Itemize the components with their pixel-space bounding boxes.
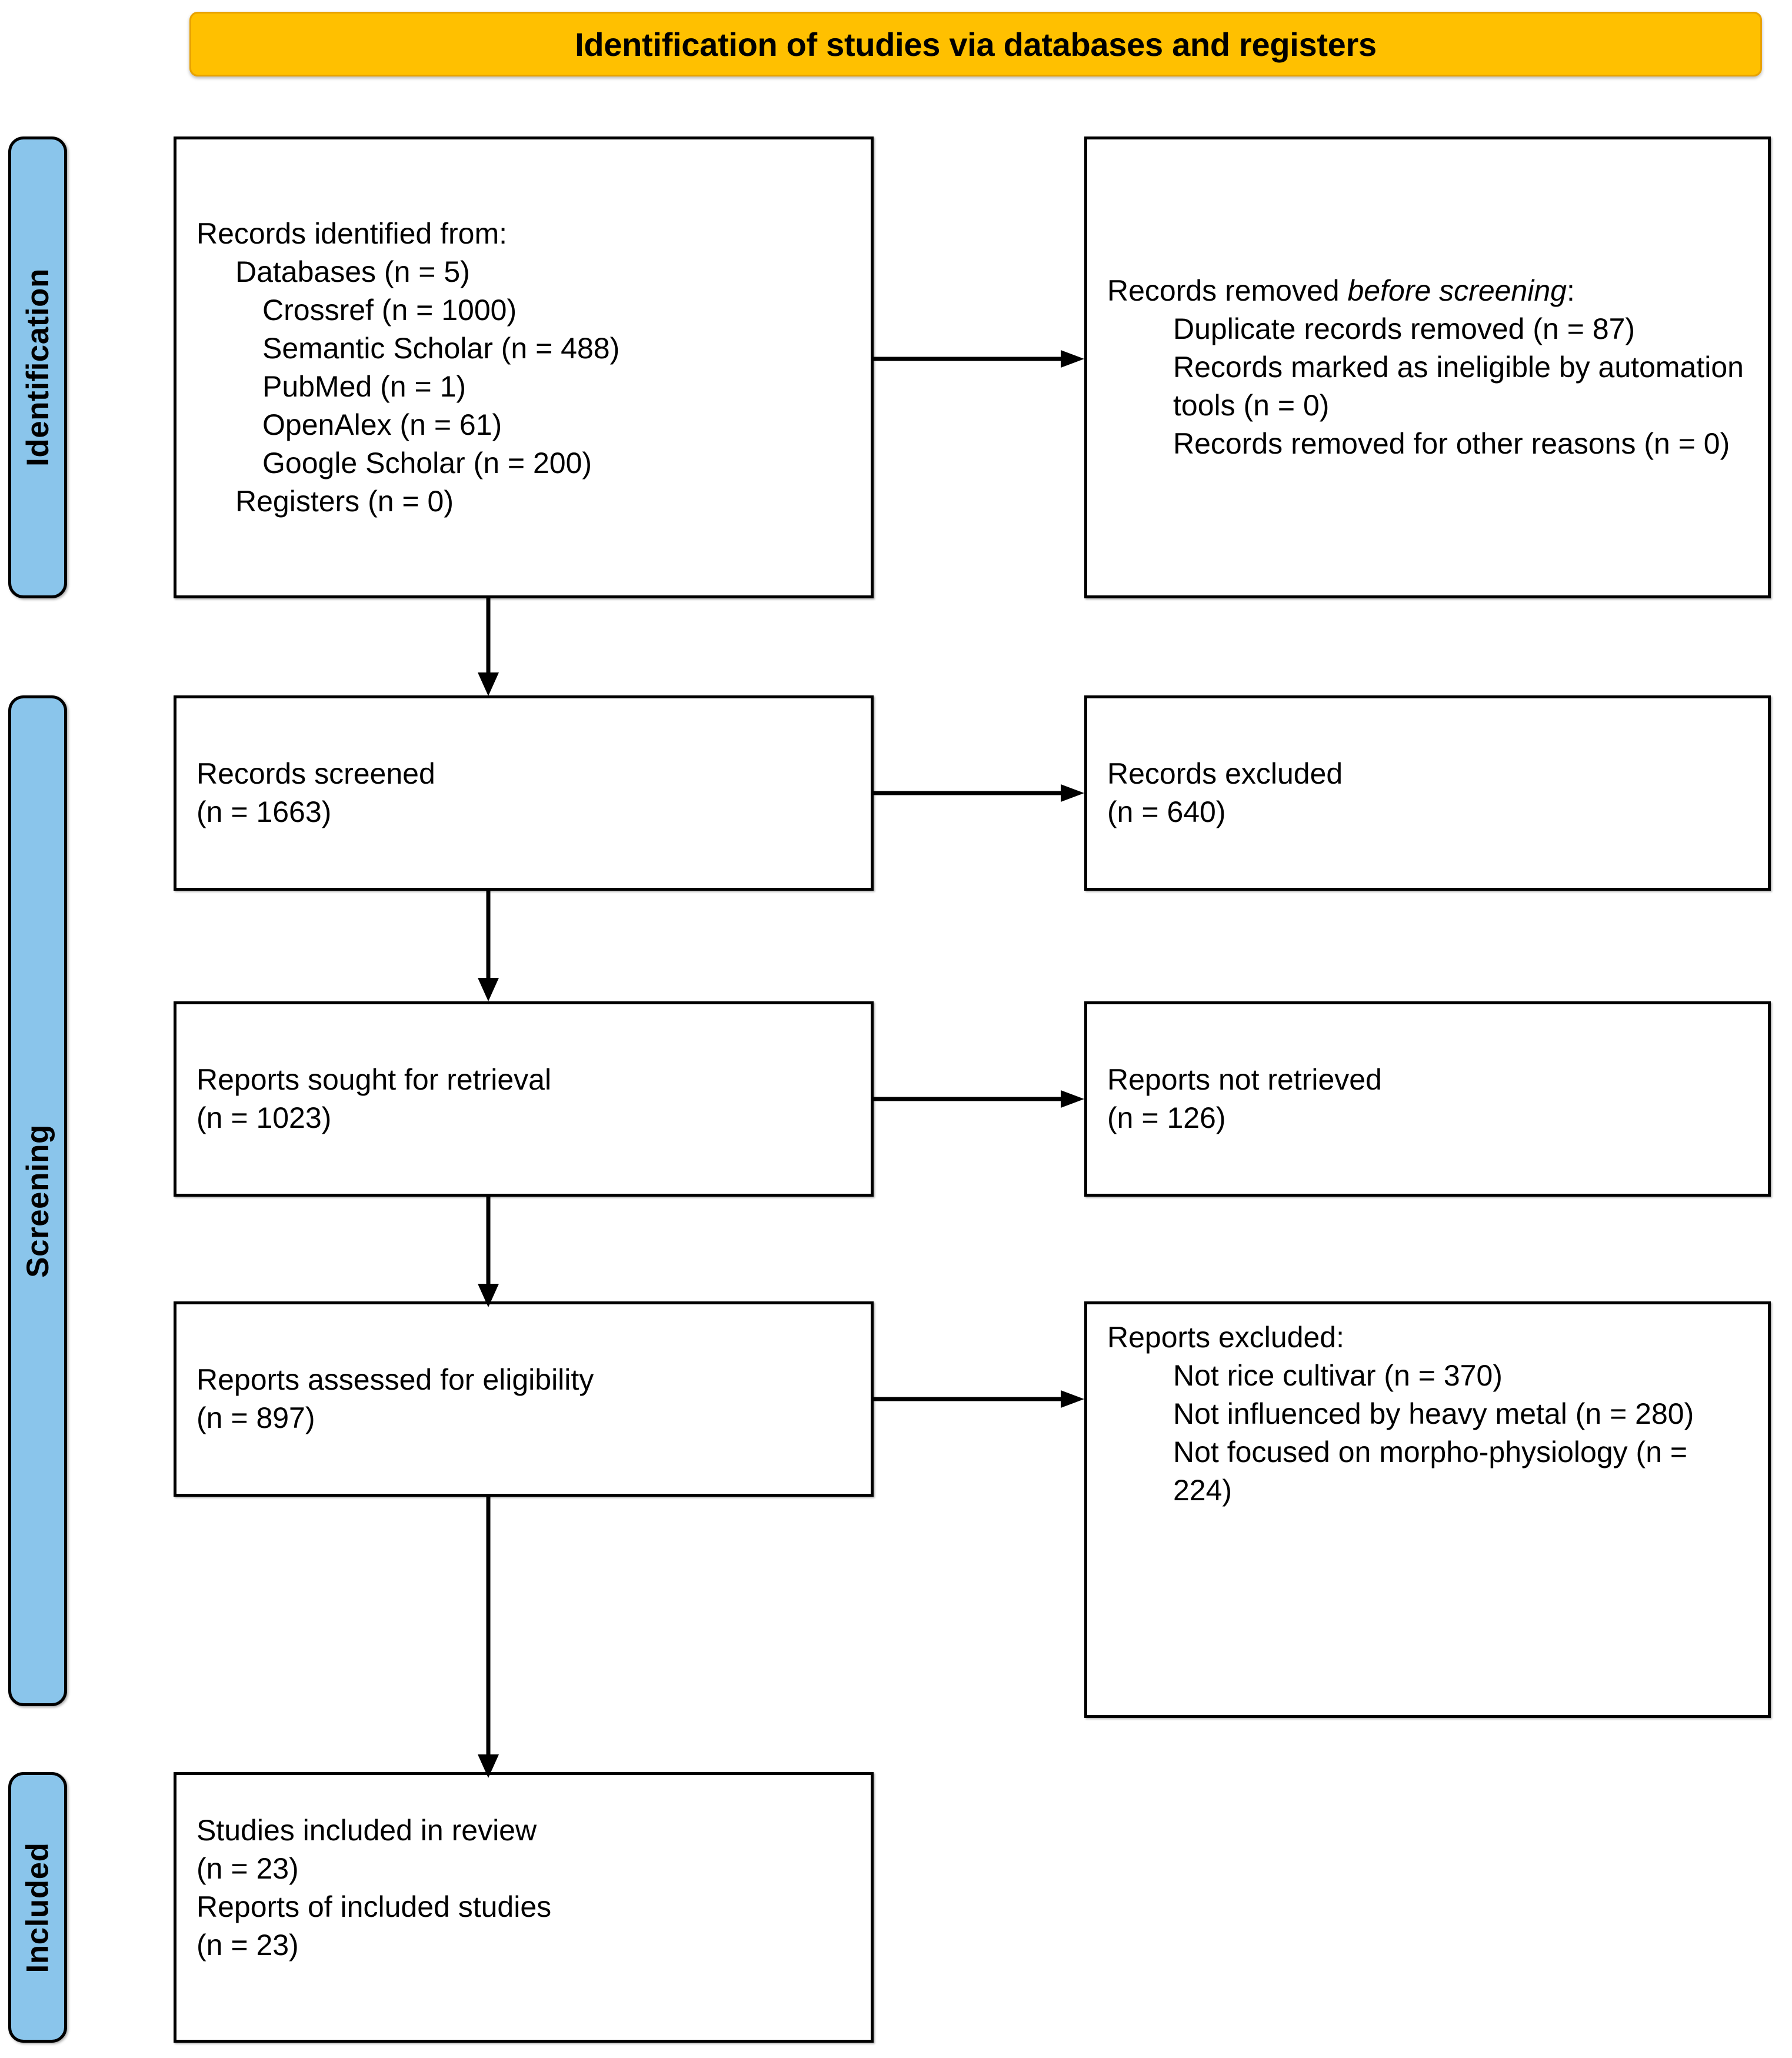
- reports-included-label: Reports of included studies: [196, 1890, 552, 1923]
- arrow-screened-to-sought: [478, 891, 499, 1003]
- reports-not-retrieved-label: Reports not retrieved: [1107, 1063, 1382, 1096]
- source-semantic-scholar: Semantic Scholar (n = 488): [262, 331, 620, 365]
- reports-assessed-label: Reports assessed for eligibility: [196, 1363, 594, 1396]
- records-identified-databases: Databases (n = 5): [235, 255, 470, 288]
- records-removed-heading-colon: :: [1566, 274, 1575, 307]
- records-removed-heading: Records removed before screening:: [1107, 272, 1748, 310]
- box-records-identified: Records identified from: Databases (n = …: [174, 136, 874, 598]
- records-screened-count: (n = 1663): [196, 795, 332, 828]
- box-records-excluded: Records excluded (n = 640): [1084, 695, 1771, 891]
- reports-not-retrieved-count: (n = 126): [1107, 1101, 1226, 1134]
- box-records-screened: Records screened (n = 1663): [174, 695, 874, 891]
- reason-not-influenced-heavy-metal: Not influenced by heavy metal (n = 280): [1173, 1397, 1694, 1430]
- studies-included-label: Studies included in review: [196, 1814, 537, 1847]
- reason-not-morpho-physiology: Not focused on morpho-physiology (n = 22…: [1173, 1436, 1688, 1507]
- stage-label-screening-text: Screening: [20, 1124, 55, 1278]
- reports-included-count: (n = 23): [196, 1929, 299, 1962]
- box-studies-included: Studies included in review (n = 23) Repo…: [174, 1772, 874, 2043]
- identification-banner: Identification of studies via databases …: [189, 12, 1762, 76]
- reports-sought-label: Reports sought for retrieval: [196, 1063, 552, 1096]
- removed-duplicates: Duplicate records removed (n = 87): [1173, 312, 1636, 345]
- stage-label-included-text: Included: [20, 1842, 55, 1973]
- arrow-sought-to-not-retrieved: [874, 1090, 1085, 1108]
- source-openalex: OpenAlex (n = 61): [262, 408, 502, 441]
- arrow-identified-to-screened: [478, 598, 499, 697]
- reports-sought-count: (n = 1023): [196, 1101, 332, 1134]
- stage-label-screening: Screening: [8, 695, 67, 1706]
- arrow-identified-to-removed: [874, 350, 1085, 368]
- reports-excluded-heading: Reports excluded:: [1107, 1321, 1345, 1354]
- box-reports-excluded-reasons: Reports excluded: Not rice cultivar (n =…: [1084, 1301, 1771, 1718]
- records-excluded-label: Records excluded: [1107, 757, 1343, 790]
- removed-ineligible-automation: Records marked as ineligible by automati…: [1173, 351, 1744, 422]
- arrow-screened-to-excluded: [874, 784, 1085, 802]
- box-reports-assessed: Reports assessed for eligibility (n = 89…: [174, 1301, 874, 1497]
- records-removed-heading-italic: before screening: [1347, 274, 1567, 307]
- records-excluded-count: (n = 640): [1107, 795, 1226, 828]
- source-pubmed: PubMed (n = 1): [262, 369, 467, 403]
- source-google-scholar: Google Scholar (n = 200): [262, 446, 592, 479]
- records-removed-heading-plain: Records removed: [1107, 274, 1348, 307]
- arrow-sought-to-assessed: [478, 1197, 499, 1308]
- stage-label-identification-text: Identification: [20, 268, 55, 467]
- box-records-removed-before-screening: Records removed before screening: Duplic…: [1084, 136, 1771, 598]
- records-identified-registers: Registers (n = 0): [235, 484, 454, 518]
- box-reports-not-retrieved: Reports not retrieved (n = 126): [1084, 1001, 1771, 1197]
- records-screened-label: Records screened: [196, 757, 435, 790]
- banner-title: Identification of studies via databases …: [575, 25, 1377, 63]
- arrow-assessed-to-reports-excluded: [874, 1390, 1085, 1408]
- source-crossref: Crossref (n = 1000): [262, 293, 517, 327]
- stage-label-identification: Identification: [8, 136, 67, 598]
- reports-assessed-count: (n = 897): [196, 1401, 315, 1434]
- box-reports-sought: Reports sought for retrieval (n = 1023): [174, 1001, 874, 1197]
- stage-label-included: Included: [8, 1772, 67, 2043]
- reason-not-rice-cultivar: Not rice cultivar (n = 370): [1173, 1359, 1503, 1392]
- records-identified-heading: Records identified from:: [196, 217, 508, 250]
- studies-included-count: (n = 23): [196, 1852, 299, 1885]
- arrow-assessed-to-included: [478, 1497, 499, 1779]
- removed-other-reasons: Records removed for other reasons (n = 0…: [1173, 427, 1730, 460]
